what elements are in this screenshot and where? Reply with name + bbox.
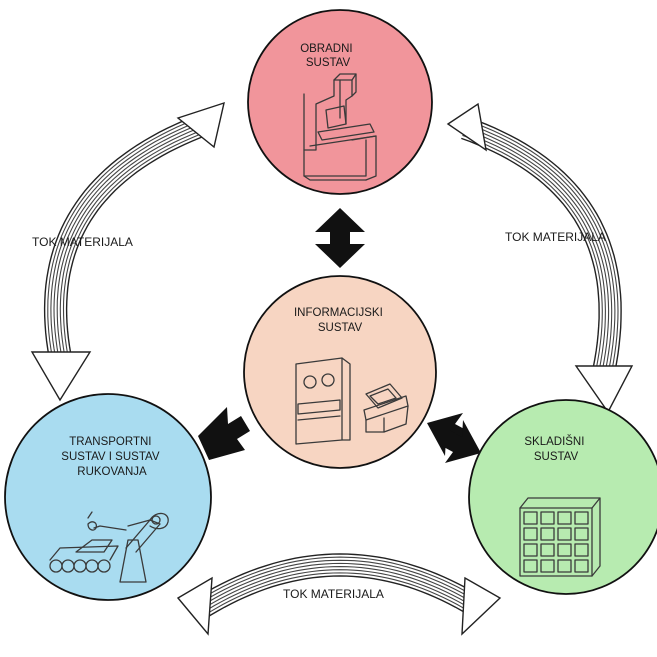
rack-cell — [523, 527, 538, 541]
pipe-bottom-stripe — [195, 559, 485, 607]
flow-arrow-left-head — [30, 351, 92, 402]
flow-arrow-bottom — [176, 553, 502, 636]
node-transport-circle — [4, 393, 212, 601]
rack-cell — [523, 543, 538, 557]
storage-rack-icon — [519, 497, 601, 577]
node-storage-circle — [468, 399, 657, 595]
pipe-bottom-stripe — [201, 572, 479, 618]
milling-machine-icon — [303, 73, 377, 181]
rack-cell — [574, 559, 589, 573]
rack-cell — [540, 543, 555, 557]
node-transport-title: TRANSPORTNI SUSTAV I SUSTAV RUKOVANJA — [61, 436, 162, 478]
pipe-bottom-stripe — [198, 566, 482, 612]
pipe-left-stripe — [62, 130, 208, 355]
rack-cell — [540, 527, 555, 541]
rack-cell — [574, 511, 589, 525]
pipe-right-stripe — [467, 120, 619, 372]
pipe-left-stripe — [43, 113, 202, 359]
rack-cell — [557, 559, 572, 573]
node-information-title: INFORMACIJSKI SUSTAV — [294, 307, 386, 334]
info-arrow-top — [315, 208, 365, 268]
pipe-left-stripe — [53, 121, 205, 357]
pipe-left-stripe — [65, 133, 210, 355]
rack-cell — [540, 511, 555, 525]
pipe-bottom-stripe — [193, 556, 487, 604]
flow-arrow-right-tail-head — [446, 102, 487, 152]
pipe-right-stripe — [468, 116, 622, 373]
node-storage-title: SKLADIŠNI SUSTAV — [524, 435, 587, 463]
computer-terminal-icon — [295, 357, 409, 445]
pipe-left-stripe — [47, 116, 203, 358]
robot-arm-conveyor-icon — [49, 511, 169, 583]
rack-cell — [540, 559, 555, 573]
flow-arrow-left — [30, 101, 225, 402]
pipe-bottom-stripe — [196, 562, 484, 610]
flow-arrow-bottom-right-head — [461, 576, 502, 636]
pipe-bottom-stripe — [191, 553, 489, 602]
flow-label-bottom: TOK MATERIJALA — [283, 587, 384, 601]
flow-arrow-left-tail-head — [176, 101, 225, 149]
rack-cell — [574, 527, 589, 541]
pipe-left-stripe — [56, 124, 206, 356]
pipe-left-stripe — [50, 119, 204, 357]
flow-label-right: TOK MATERIJALA — [505, 230, 606, 244]
pipe-bottom-stripe — [200, 569, 480, 615]
flow-arrow-right-head — [574, 365, 634, 414]
pipe-right-stripe — [464, 128, 610, 370]
flow-label-left: TOK MATERIJALA — [32, 235, 133, 249]
pipe-left-stripe — [59, 127, 207, 356]
rack-cell — [557, 543, 572, 557]
rack-cell — [523, 511, 538, 525]
node-information-circle — [243, 275, 437, 469]
info-arrow-right-head — [440, 420, 481, 463]
rack-cell — [523, 559, 538, 573]
rack-cell — [557, 527, 572, 541]
pipe-right-stripe — [461, 137, 600, 368]
flow-arrow-right — [446, 102, 634, 414]
rack-cell — [557, 511, 572, 525]
info-arrow-left — [198, 407, 250, 460]
pipe-right-stripe — [465, 125, 613, 371]
pipe-bottom-stripe — [203, 575, 477, 620]
flow-arrow-bottom-left-head — [176, 576, 213, 636]
node-processing-title: OBRADNI SUSTAV — [300, 43, 356, 69]
pipe-right-stripe — [462, 134, 603, 369]
pipe-right-stripe — [466, 123, 616, 372]
rack-cell — [574, 543, 589, 557]
pipe-right-stripe — [463, 131, 606, 370]
